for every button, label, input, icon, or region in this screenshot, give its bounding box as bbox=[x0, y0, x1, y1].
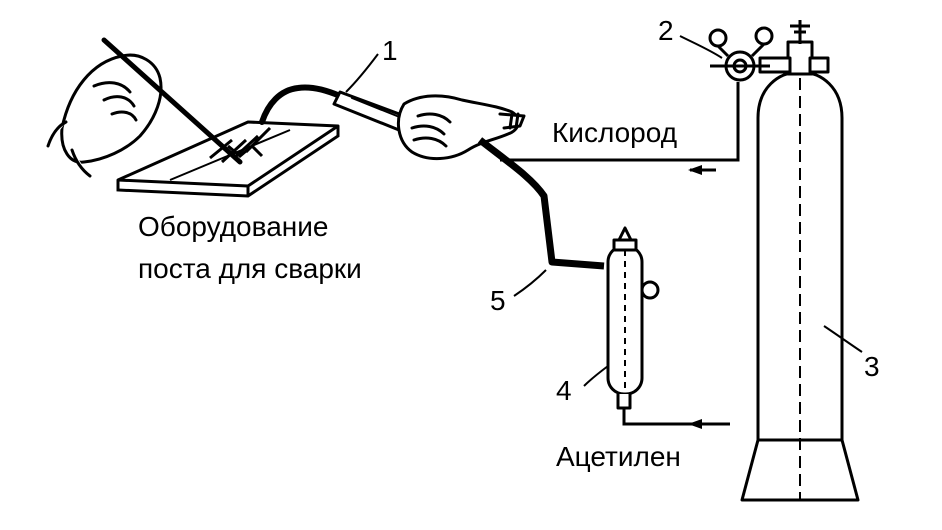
acetylene-label: Ацетилен bbox=[556, 441, 681, 472]
acetylene-reservoir bbox=[606, 226, 660, 410]
callout-3-label: 3 bbox=[864, 351, 880, 382]
oxygen-line bbox=[500, 82, 740, 162]
callout-5-label: 5 bbox=[490, 285, 506, 316]
callout-leaders bbox=[345, 35, 863, 387]
callout-1-label: 1 bbox=[382, 35, 398, 66]
callout-2-label: 2 bbox=[658, 15, 674, 46]
regulator-icon bbox=[708, 20, 830, 82]
acetylene-feed-line bbox=[622, 408, 730, 426]
oxygen-cylinder bbox=[740, 70, 860, 502]
workpiece-plate bbox=[116, 120, 340, 198]
oxygen-label: Кислород bbox=[552, 117, 677, 148]
left-hand-icon bbox=[46, 53, 163, 178]
filler-rod bbox=[101, 37, 243, 165]
weld-sparks bbox=[209, 126, 272, 164]
caption-line-1: Оборудование bbox=[138, 211, 328, 242]
acetylene-hose bbox=[477, 137, 605, 270]
callout-4-label: 4 bbox=[556, 375, 572, 406]
right-hand-icon bbox=[396, 94, 526, 160]
torch-icon bbox=[259, 84, 412, 134]
caption-line-2: поста для сварки bbox=[138, 253, 362, 284]
